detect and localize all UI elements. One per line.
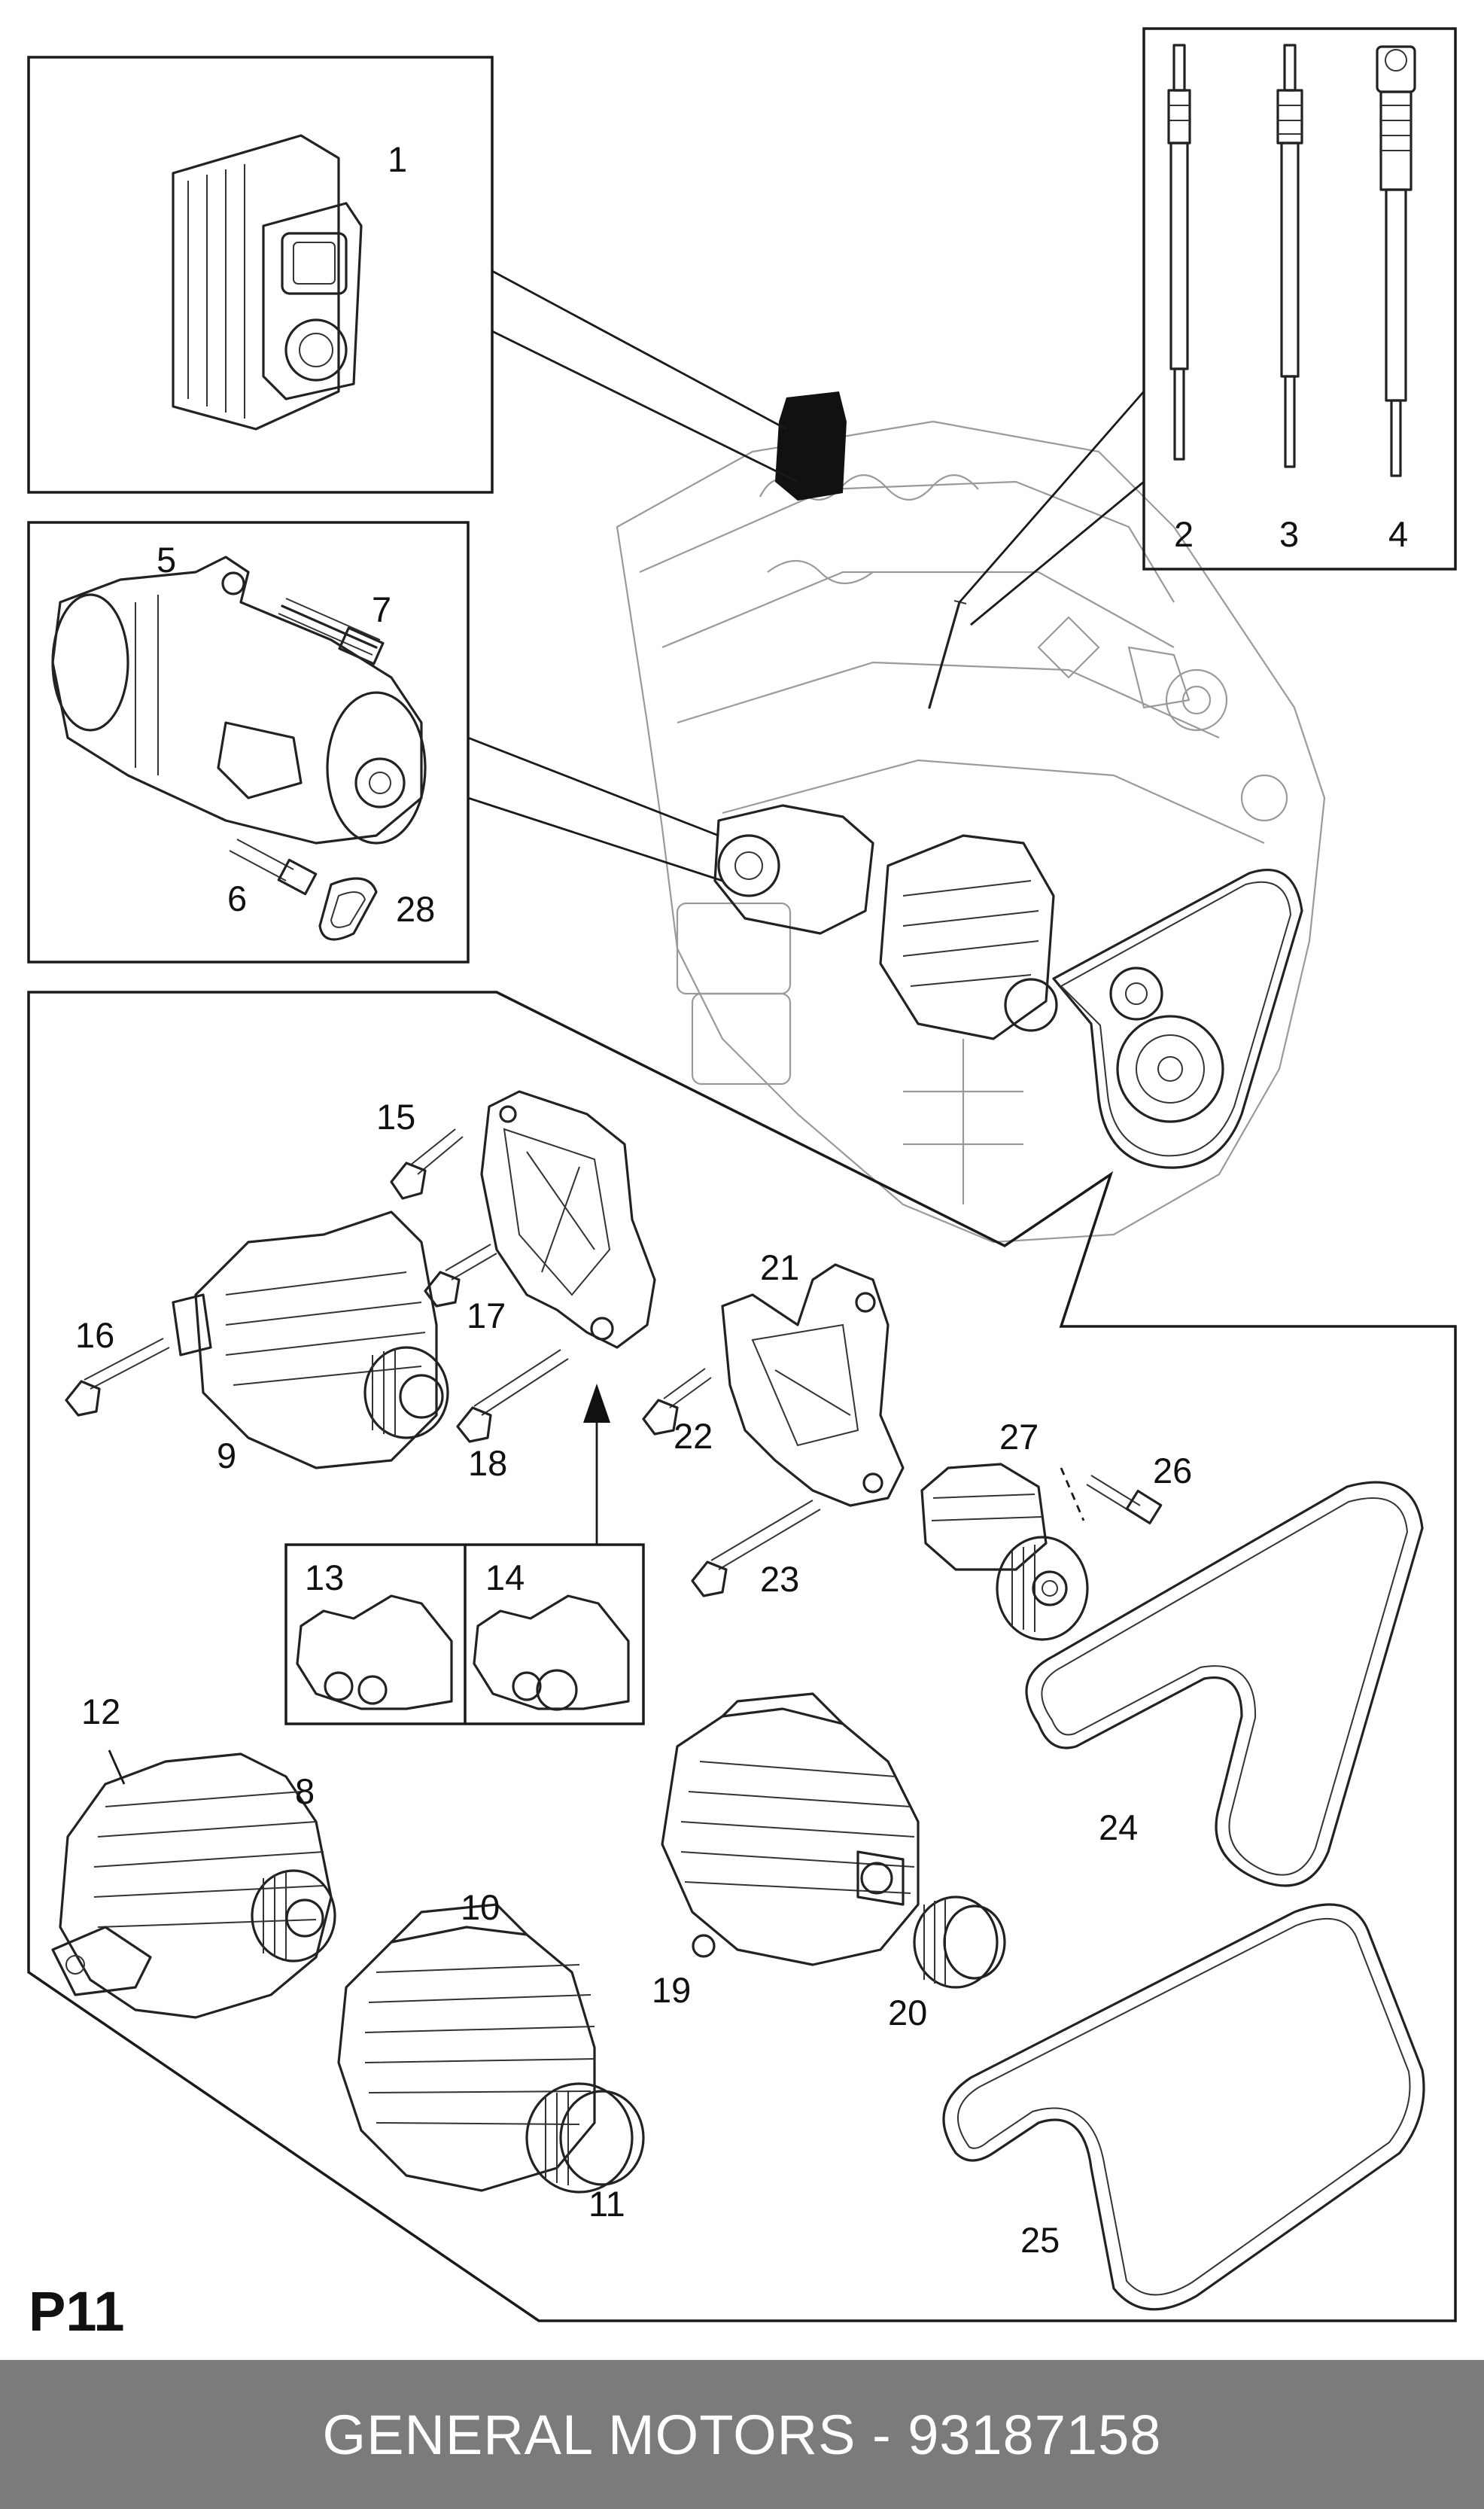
callout-17: 17: [467, 1296, 506, 1335]
alternator-on-engine: [879, 834, 1058, 1040]
callout-16: 16: [75, 1315, 114, 1355]
callout-21: 21: [760, 1247, 799, 1287]
callout-7: 7: [372, 589, 391, 629]
glow-plug-on-engine: [928, 600, 967, 709]
sheet-label: P11: [29, 2280, 125, 2343]
bolt-23: [691, 1500, 821, 1597]
starter-motor: [51, 556, 427, 845]
leader-starter: [467, 736, 719, 837]
belt-on-engine: [1052, 869, 1303, 1169]
bracket-variant-14: [473, 1594, 630, 1711]
pointer-arrow-head: [583, 1384, 610, 1423]
callout-11: 11: [588, 2184, 625, 2224]
alternator-8: [51, 1752, 336, 2019]
bolt-15: [390, 1128, 464, 1200]
glow-plug-2: [1167, 44, 1191, 461]
glow-plug-4: [1376, 45, 1416, 477]
starter-seal-28: [318, 877, 378, 941]
bolt-22: [642, 1368, 712, 1436]
callout-25: 25: [1020, 2220, 1060, 2260]
glow-plug-3: [1276, 44, 1303, 468]
callout-13: 13: [305, 1557, 344, 1597]
callout-28: 28: [396, 889, 435, 929]
bolt-26: [1086, 1475, 1163, 1525]
callout-22: 22: [674, 1416, 713, 1456]
frame-relay: [27, 56, 494, 494]
callout-6: 6: [227, 878, 247, 918]
bolt-17: [424, 1244, 497, 1308]
bracket-variant-13: [296, 1594, 453, 1710]
bolt-18: [456, 1349, 569, 1443]
glow-plug-relay-on-engine: [775, 391, 847, 501]
callout-27: 27: [999, 1417, 1038, 1457]
alternator-19: [661, 1692, 920, 1966]
callout-15: 15: [376, 1097, 415, 1137]
starter-bolt-6: [229, 839, 318, 896]
callout-2: 2: [1174, 514, 1194, 554]
alternator-9: [172, 1210, 449, 1469]
frame-glow-plugs: [1142, 27, 1457, 571]
callout-26: 26: [1153, 1451, 1192, 1490]
starter-bolt-7: [278, 598, 385, 665]
callout-14: 14: [485, 1557, 525, 1597]
frame-alternator-group: [27, 991, 1457, 2322]
alternator-bracket-21: [721, 1263, 905, 1507]
glow-plug-relay: [172, 134, 363, 431]
callout-4: 4: [1388, 514, 1408, 554]
callout-19: 19: [652, 1970, 691, 2010]
starter-motor-on-engine: [713, 804, 874, 935]
drive-belt-25: [942, 1903, 1425, 2311]
alternator-pulley-11: [525, 2082, 645, 2194]
callout-8: 8: [295, 1771, 315, 1811]
callout-10: 10: [461, 1887, 500, 1927]
frame-starter: [27, 521, 470, 964]
drive-belt-24: [1025, 1481, 1424, 1887]
footer-caption: GENERAL MOTORS - 93187158: [322, 2403, 1162, 2466]
callout-23: 23: [760, 1559, 799, 1599]
alternator-pulley-20: [913, 1895, 1006, 1989]
callout-3: 3: [1279, 514, 1299, 554]
callout-5: 5: [157, 540, 176, 580]
callout-24: 24: [1099, 1807, 1138, 1847]
belt-tensioner-27: [920, 1463, 1089, 1641]
leader-glow-plug: [958, 391, 1145, 603]
alternator-bracket: [480, 1090, 656, 1349]
leader-relay: [491, 269, 787, 431]
engine-block-ghost: [616, 420, 1326, 1244]
bolt-16: [65, 1338, 170, 1417]
alternator-10: [337, 1903, 596, 2192]
callout-12: 12: [81, 1691, 120, 1731]
footer-bar: GENERAL MOTORS - 93187158: [0, 2360, 1484, 2509]
callout-9: 9: [217, 1436, 236, 1475]
callout-18: 18: [468, 1443, 507, 1483]
callout-1: 1: [388, 139, 407, 179]
callout-20: 20: [888, 1993, 927, 2032]
